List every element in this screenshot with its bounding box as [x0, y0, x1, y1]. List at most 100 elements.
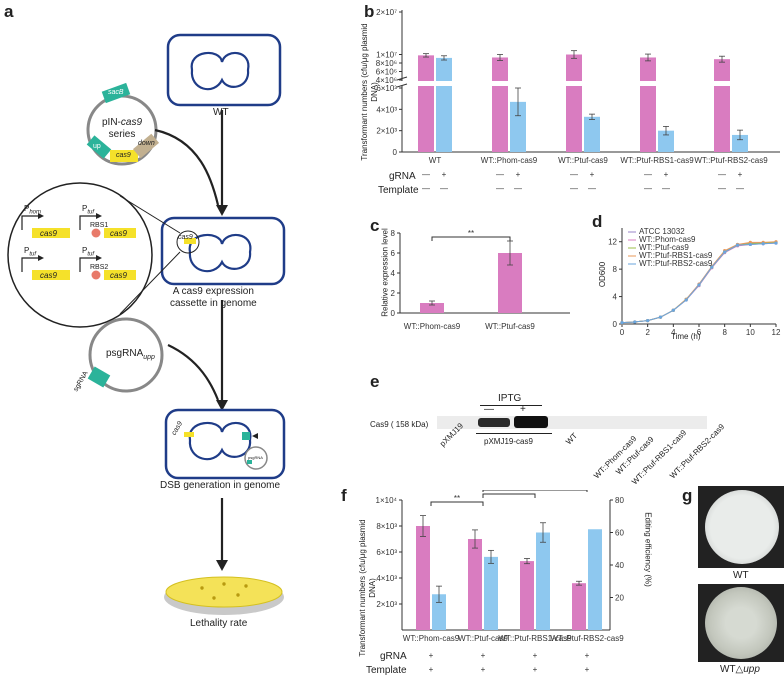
b-template-minus: — — [422, 184, 430, 193]
b-template-minus2: — — [736, 184, 744, 193]
d-xtick: 12 — [772, 328, 781, 337]
c-category-label: WT::Ptuf-cas9 — [485, 322, 535, 331]
d-xtick: 0 — [620, 328, 625, 337]
b-bar-break — [491, 81, 528, 86]
c-ytick: 6 — [391, 249, 396, 258]
b-grna-minus: — — [422, 170, 430, 179]
b-grna-minus: — — [496, 170, 504, 179]
b-template-minus2: — — [588, 184, 596, 193]
b-category-label: WT::Ptuf-RBS1-cas9 — [620, 156, 694, 165]
up-segment — [86, 135, 112, 159]
ptuf-p2: P — [24, 246, 30, 255]
b-template-minus: — — [570, 184, 578, 193]
d-legend-label: WT::Ptuf-RBS1-cas9 — [639, 251, 713, 260]
b-bar — [640, 57, 656, 152]
panel-d-letter: d — [592, 212, 603, 231]
ptuf-p: P — [82, 204, 88, 213]
b-grna-label: gRNA — [389, 171, 416, 182]
gene-label-2a: cas9 — [40, 271, 57, 280]
phom-sub: hom — [29, 209, 42, 216]
chart-b-ylabel: Transformant numbers (cfu/μg plasmid DNA… — [360, 23, 379, 161]
b-ytick-top: 4×10⁶ — [376, 76, 397, 85]
f-y2tick: 40 — [615, 561, 624, 570]
f-y2tick: 80 — [615, 496, 624, 505]
d-legend-label: WT::Ptuf-cas9 — [639, 243, 689, 252]
d-legend-label: ATCC 13032 — [639, 227, 685, 236]
b-bar — [566, 54, 582, 152]
d-xtick: 4 — [671, 328, 676, 337]
f-sig-label-2: ** — [506, 490, 512, 495]
f-bar — [468, 539, 482, 630]
gene-label-2b: cas9 — [110, 271, 127, 280]
b-bar — [732, 134, 748, 152]
c-ytick: 0 — [391, 309, 396, 318]
b-ytick-bottom: 6×10³ — [376, 84, 397, 93]
c-sig-bracket — [431, 236, 511, 241]
cassette-chromosome — [188, 233, 252, 273]
b-bar — [418, 55, 434, 152]
d-point — [697, 283, 701, 287]
d-point — [684, 298, 688, 302]
f-template-label: Template — [366, 665, 407, 676]
c-ytick: 8 — [391, 229, 396, 238]
f-sig-bracket-1 — [430, 501, 484, 506]
b-bar-break — [713, 81, 750, 86]
f-sig-bracket-2 — [482, 493, 536, 498]
b-ytick-bottom: 0 — [393, 148, 398, 157]
cassette-gene-label: cas9 — [178, 234, 193, 241]
f-ytick: 1×10⁴ — [376, 496, 398, 505]
panel-f-letter: f — [341, 486, 347, 505]
sgrna-segment — [87, 366, 111, 388]
b-ytick-bottom: 2×10³ — [376, 127, 397, 136]
petri-dish-agar — [165, 576, 283, 608]
f-sig-bracket-3 — [482, 490, 588, 492]
arrow-psgrna-to-dsb — [167, 344, 220, 401]
f-bar — [572, 583, 586, 630]
chart-f: 2×10³4×10³6×10³8×10³1×10⁴20406080WT::Pho… — [376, 490, 624, 674]
c-category-label: WT::Phom-cas9 — [404, 322, 461, 331]
f-category-label: WT::Phom-cas9 — [403, 634, 460, 643]
chart-b: 2×10⁷1×10⁷8×10⁶6×10⁶4×10⁶6×10³4×10³2×10³… — [376, 8, 780, 193]
down-segment — [132, 133, 160, 159]
iptg-label: IPTG — [498, 393, 522, 404]
b-bar-break — [639, 81, 676, 86]
plasmid1-suffix: series — [108, 129, 136, 140]
b-template-minus: — — [644, 184, 652, 193]
b-break-mark — [396, 76, 408, 81]
wt-cell — [166, 33, 282, 107]
wt-label: WT — [213, 107, 229, 118]
f-template-plus: + — [585, 665, 590, 674]
b-bar — [714, 59, 730, 152]
plasmid1-italic: cas9 — [120, 117, 143, 128]
f-y2tick: 20 — [615, 594, 624, 603]
plate-upp-prefix: WT△ — [720, 664, 744, 675]
d-point — [761, 242, 765, 246]
b-template-minus: — — [496, 184, 504, 193]
rbs1-label: RBS1 — [90, 222, 109, 229]
f-bar — [416, 526, 430, 630]
f-category-label: WT::Ptuf-cas9 — [458, 634, 508, 643]
b-ytick-bottom: 4×10³ — [376, 105, 397, 114]
f-ytick: 6×10³ — [376, 548, 397, 557]
d-point — [735, 243, 740, 247]
cassette-zoom-source — [176, 230, 200, 254]
f-grna-plus: + — [481, 651, 486, 660]
b-template-minus2: — — [440, 184, 448, 193]
plasmid1-label: pIN-cas9 series — [102, 117, 142, 141]
up-label: up — [93, 143, 101, 150]
b-bar-break — [417, 81, 454, 86]
gene-label-1b: cas9 — [110, 229, 127, 238]
d-point — [774, 241, 778, 245]
ptuf-p3: P — [82, 246, 88, 255]
d-point — [710, 265, 714, 269]
lane-pxmj19-cas9: pXMJ19-cas9 — [484, 437, 533, 446]
f-bar — [484, 556, 498, 630]
b-template-minus2: — — [514, 184, 522, 193]
d-legend-label: WT::Phom-cas9 — [639, 235, 696, 244]
d-ytick: 12 — [608, 238, 617, 247]
f-grna-plus: + — [533, 651, 538, 660]
down-label: down — [138, 140, 155, 147]
f-template-plus: + — [533, 665, 538, 674]
f-category-label: WT::Ptuf-RBS1-cas9 — [498, 634, 572, 643]
